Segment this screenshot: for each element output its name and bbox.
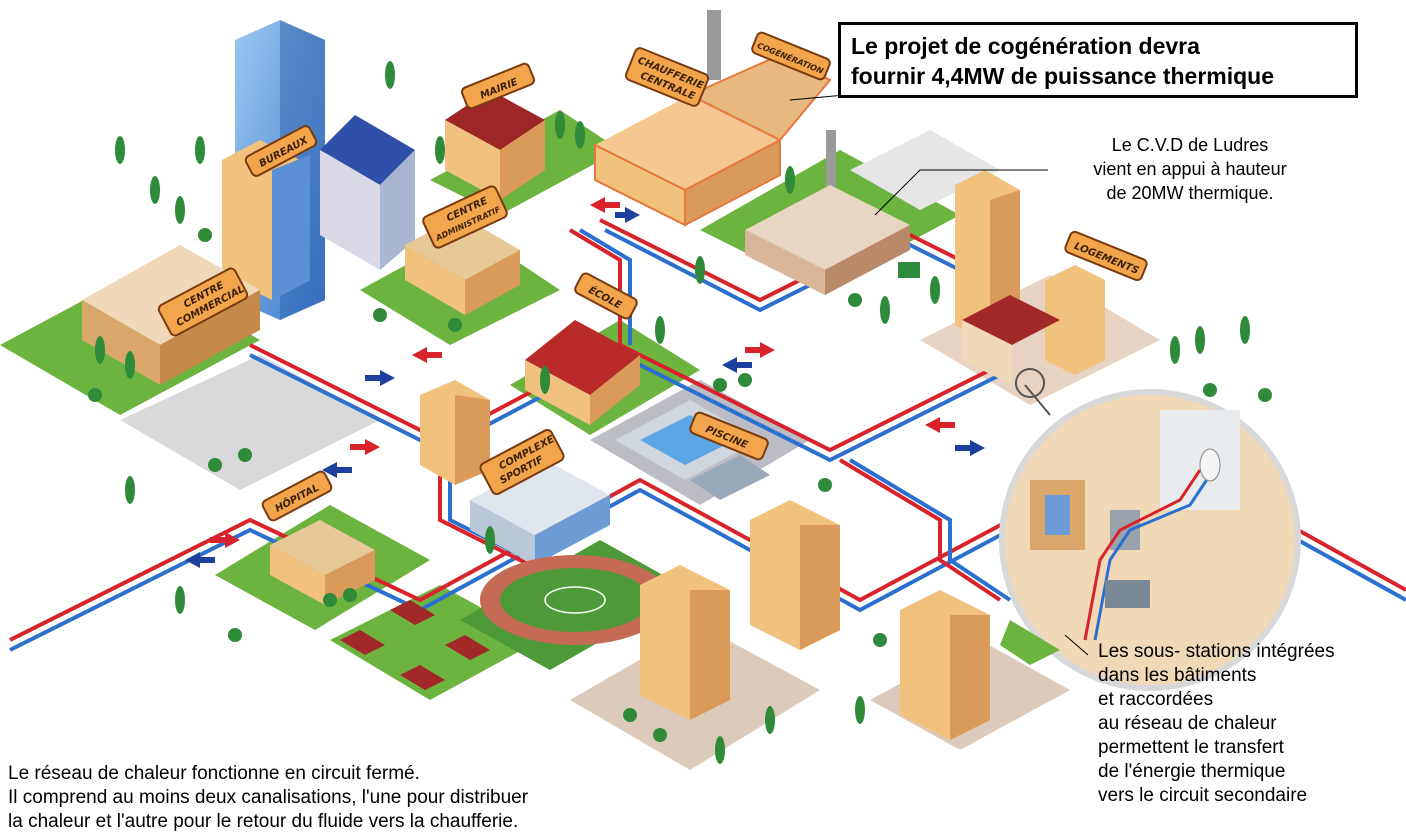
substation-magnifier bbox=[999, 368, 1301, 691]
hospital bbox=[270, 520, 375, 605]
small-office-block bbox=[420, 380, 490, 485]
cvd-callout-line1: Le C.V.D de Ludres bbox=[1111, 135, 1269, 155]
houses bbox=[340, 600, 490, 690]
cogeneration-callout-line1: Le projet de cogénération devra bbox=[851, 33, 1200, 59]
return-arrow bbox=[955, 440, 985, 456]
substation-callout-line4: au réseau de chaleur bbox=[1098, 713, 1277, 734]
supply-arrow bbox=[745, 342, 775, 358]
supply-arrow bbox=[590, 197, 620, 213]
cvd-callout-line3: de 20MW thermique. bbox=[1106, 183, 1274, 203]
tower-office-building bbox=[222, 20, 325, 320]
cvd-callout: Le C.V.D de Ludres vient en appui à haut… bbox=[1040, 133, 1340, 205]
network-description-line2: Il comprend au moins deux canalisations,… bbox=[8, 787, 529, 808]
truck bbox=[898, 262, 920, 278]
supply-arrow bbox=[412, 347, 442, 363]
return-arrow bbox=[185, 552, 215, 568]
apartment-towers bbox=[640, 500, 990, 740]
blue-roof-building bbox=[320, 115, 415, 270]
network-description-line3: la chaleur et l'autre pour le retour du … bbox=[8, 811, 519, 832]
substation-callout-line3: et raccordées bbox=[1098, 689, 1214, 710]
housing-towers bbox=[955, 170, 1105, 385]
substation-callout: Les sous- stations intégrées dans les bâ… bbox=[1098, 640, 1398, 808]
central-boiler-plant bbox=[594, 10, 832, 227]
supply-arrow bbox=[210, 532, 240, 548]
return-arrow bbox=[322, 462, 352, 478]
shopping-center bbox=[82, 245, 260, 385]
substation-callout-line6: de l'énergie thermique bbox=[1098, 761, 1286, 782]
substation-callout-line7: vers le circuit secondaire bbox=[1098, 785, 1308, 806]
sign-town-hall: MAIRIE bbox=[461, 62, 535, 110]
sign-central-boiler-plant: CHAUFFERIE CENTRALE bbox=[624, 47, 710, 107]
return-arrow bbox=[365, 370, 395, 386]
cvd-callout-line2: vient en appui à hauteur bbox=[1093, 159, 1287, 179]
substation-callout-line1: Les sous- stations intégrées bbox=[1098, 641, 1335, 662]
leader-lines bbox=[789, 94, 1089, 656]
cogeneration-callout: Le projet de cogénération devra fournir … bbox=[838, 22, 1358, 98]
substation-callout-line2: dans les bâtiments bbox=[1098, 665, 1257, 686]
return-arrow bbox=[722, 357, 752, 373]
sign-admin-center: CENTRE ADMINISTRATIF bbox=[422, 185, 508, 249]
supply-arrow bbox=[350, 439, 380, 455]
flow-arrows bbox=[185, 197, 985, 568]
sports-complex bbox=[470, 460, 610, 565]
substation-callout-line5: permettent le transfert bbox=[1098, 737, 1284, 758]
buildings bbox=[82, 10, 1105, 740]
supply-arrow bbox=[925, 417, 955, 433]
network-description: Le réseau de chaleur fonctionne en circu… bbox=[8, 762, 708, 834]
ludres-cvd-plant bbox=[745, 130, 920, 295]
return-arrow bbox=[615, 207, 640, 223]
cogeneration-callout-line2: fournir 4,4MW de puissance thermique bbox=[851, 63, 1275, 89]
network-description-line1: Le réseau de chaleur fonctionne en circu… bbox=[8, 763, 420, 784]
sports-stadium bbox=[480, 555, 670, 645]
